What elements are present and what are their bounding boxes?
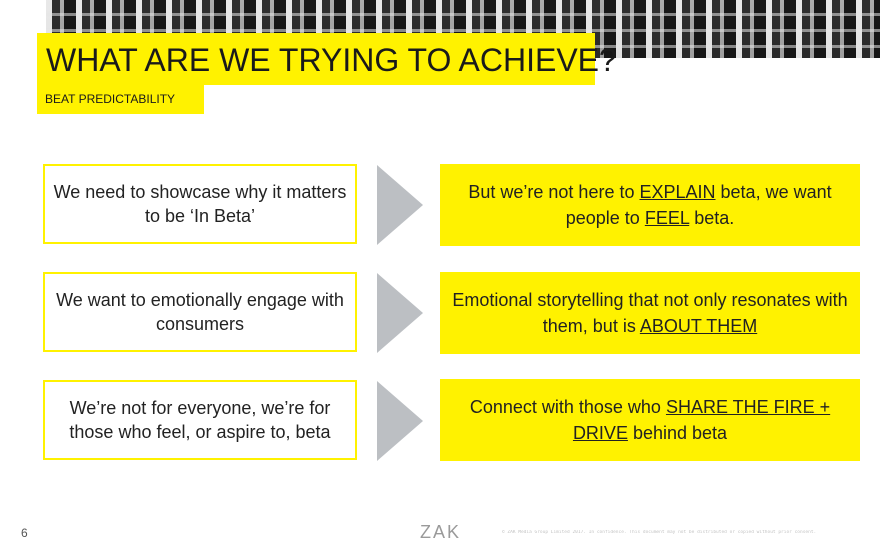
emphasis-text: ABOUT THEM xyxy=(639,316,758,336)
body-text: beta. xyxy=(689,208,735,228)
row-2-statement-text: We want to emotionally engage with consu… xyxy=(56,290,344,334)
row-3-response-text: Connect with those who SHARE THE FIRE + … xyxy=(450,394,850,446)
emphasis-text: SHARE THE FIRE + DRIVE xyxy=(572,397,831,443)
page-subtitle: BEAT PREDICTABILITY xyxy=(45,92,176,106)
row-2-response: Emotional storytelling that not only res… xyxy=(440,272,860,354)
row-1-statement: We need to showcase why it matters to be… xyxy=(43,164,357,244)
title-banner: WHAT ARE WE TRYING TO ACHIEVE? xyxy=(37,33,617,85)
row-3-response: Connect with those who SHARE THE FIRE + … xyxy=(440,379,860,461)
row-1-response: But we’re not here to EXPLAIN beta, we w… xyxy=(440,164,860,246)
emphasis-text: FEEL xyxy=(644,208,690,228)
legal-notice: © ZAK Media Group Limited 2017. In confi… xyxy=(502,530,817,535)
row-2-statement: We want to emotionally engage with consu… xyxy=(43,272,357,352)
row-2-arrow-icon xyxy=(377,273,423,353)
body-text: But we’re not here to xyxy=(468,182,640,202)
body-text: behind beta xyxy=(627,423,728,443)
brand-logo: ZAK xyxy=(420,522,462,542)
page-number: 6 xyxy=(21,526,28,540)
row-3-statement: We’re not for everyone, we’re for those … xyxy=(43,380,357,460)
body-text: Connect with those who xyxy=(469,397,666,417)
row-1-response-text: But we’re not here to EXPLAIN beta, we w… xyxy=(450,179,850,231)
header-photo xyxy=(46,0,880,58)
page-title: WHAT ARE WE TRYING TO ACHIEVE? xyxy=(46,42,617,78)
subtitle-banner: BEAT PREDICTABILITY xyxy=(37,85,204,114)
body-text: beta, we want people to xyxy=(565,182,832,228)
body-text: Emotional storytelling that not only res… xyxy=(452,290,848,336)
row-3-statement-text: We’re not for everyone, we’re for those … xyxy=(69,398,331,442)
row-2-response-text: Emotional storytelling that not only res… xyxy=(450,287,850,339)
row-3-arrow-icon xyxy=(377,381,423,461)
row-1-arrow-icon xyxy=(377,165,423,245)
emphasis-text: EXPLAIN xyxy=(639,182,716,202)
row-1-statement-text: We need to showcase why it matters to be… xyxy=(53,182,347,226)
